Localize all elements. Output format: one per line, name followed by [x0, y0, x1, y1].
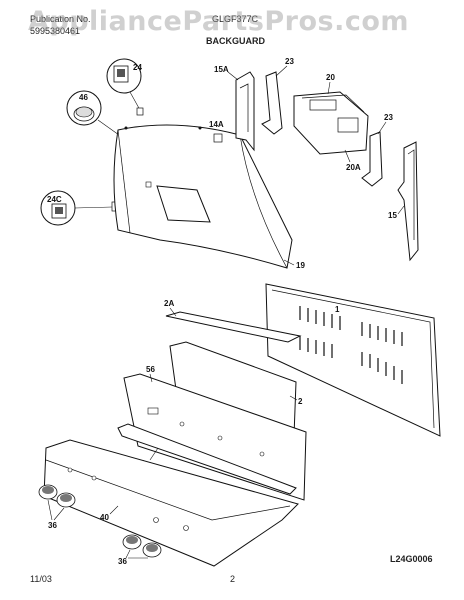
part-36-knobs-left[interactable]: 36 [38, 484, 76, 530]
watermark: AppliancePartsPros.com [28, 6, 410, 37]
callout-15: 15 [388, 211, 397, 220]
model-number: GLGF377C [212, 14, 259, 24]
callout-19: 19 [296, 261, 305, 270]
part-24C-switch[interactable]: 24C [40, 190, 120, 226]
callout-46: 46 [79, 93, 88, 102]
part-46-knob[interactable]: 46 [66, 90, 141, 151]
callout-40: 40 [100, 513, 109, 522]
callout-20A: 20A [346, 163, 361, 172]
callout-15A: 15A [214, 65, 229, 74]
part-24-switch[interactable]: 24 [106, 58, 144, 116]
part-2A-bracket[interactable]: 2A [164, 299, 302, 343]
footer-diagram-code: L24G0006 [390, 554, 433, 564]
footer-date: 11/03 [30, 574, 52, 584]
part-36-knobs-right[interactable]: 36 [118, 534, 162, 566]
publication-number: 5995380461 [30, 26, 81, 36]
callout-23-right: 23 [384, 113, 393, 122]
callout-24: 24 [133, 63, 142, 72]
callout-56: 56 [146, 365, 155, 374]
callout-2A: 2A [164, 299, 174, 308]
callout-36-right: 36 [118, 557, 127, 566]
section-title: BACKGUARD [206, 36, 265, 46]
part-15-end-cap[interactable]: 15 [388, 141, 419, 262]
part-14A-clip[interactable]: 14A [209, 120, 224, 143]
part-19-backguard-panel[interactable]: 19 [113, 124, 305, 270]
callout-23-left: 23 [285, 57, 294, 66]
callout-1: 1 [335, 305, 340, 314]
callout-14A: 14A [209, 120, 224, 129]
part-15A-end-cap[interactable]: 15A [214, 65, 255, 152]
part-23-bracket-left[interactable]: 23 [261, 57, 294, 135]
part-20-clock-control[interactable]: 20 20A [293, 73, 369, 172]
part-23-bracket-right[interactable]: 23 [361, 113, 393, 187]
callout-2: 2 [298, 397, 303, 406]
callout-20: 20 [326, 73, 335, 82]
callout-24C: 24C [47, 195, 62, 204]
footer-page: 2 [230, 574, 236, 584]
publication-label: Publication No. [30, 14, 91, 24]
callout-36-left: 36 [48, 521, 57, 530]
